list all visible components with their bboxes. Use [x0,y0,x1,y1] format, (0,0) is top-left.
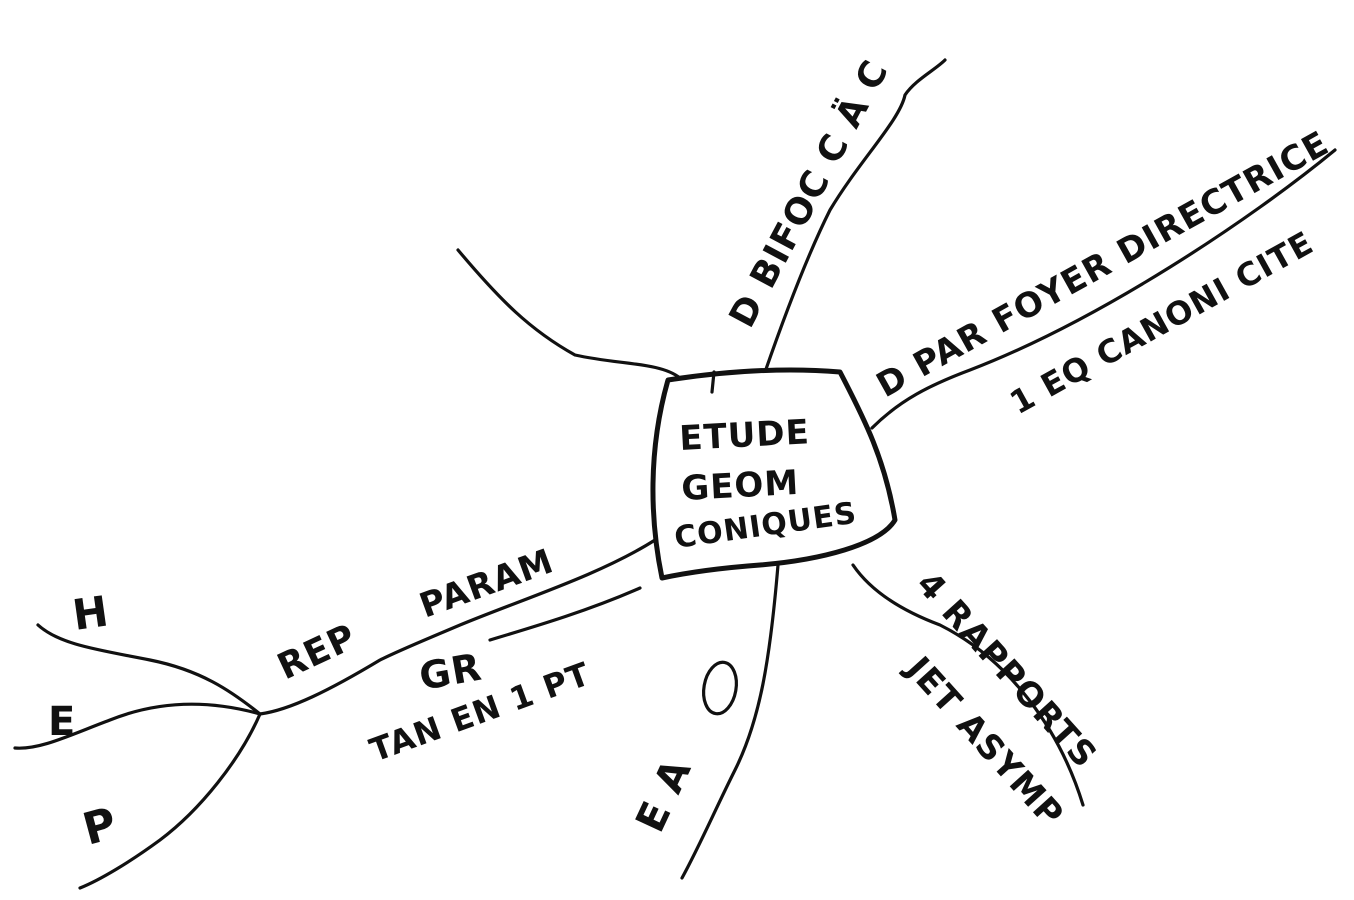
central-node-tick [710,370,716,394]
label-gr: GR [416,645,485,699]
branch-line-tan [488,586,642,642]
central-line-2: GEOM [680,463,800,509]
branch-line-p [78,712,262,890]
branch-line-top-left [456,248,682,380]
label-bifoc: D BIFOC C Ä C [721,53,897,334]
central-node-box [650,367,898,581]
branch-line-left [258,538,657,716]
label-h: H [70,586,113,640]
circle-symbol [702,660,738,716]
branch-line-right [870,148,1337,430]
branch-line-top-right [763,58,947,374]
label-ea: E A [627,752,700,840]
label-e: E [48,699,76,745]
branch-line-h [36,623,262,716]
branch-line-bottom-right [851,563,1085,807]
central-line-1: ETUDE [678,412,810,459]
branch-line-e [13,702,262,750]
label-p: P [78,798,123,856]
branch-line-bottom [680,563,780,880]
